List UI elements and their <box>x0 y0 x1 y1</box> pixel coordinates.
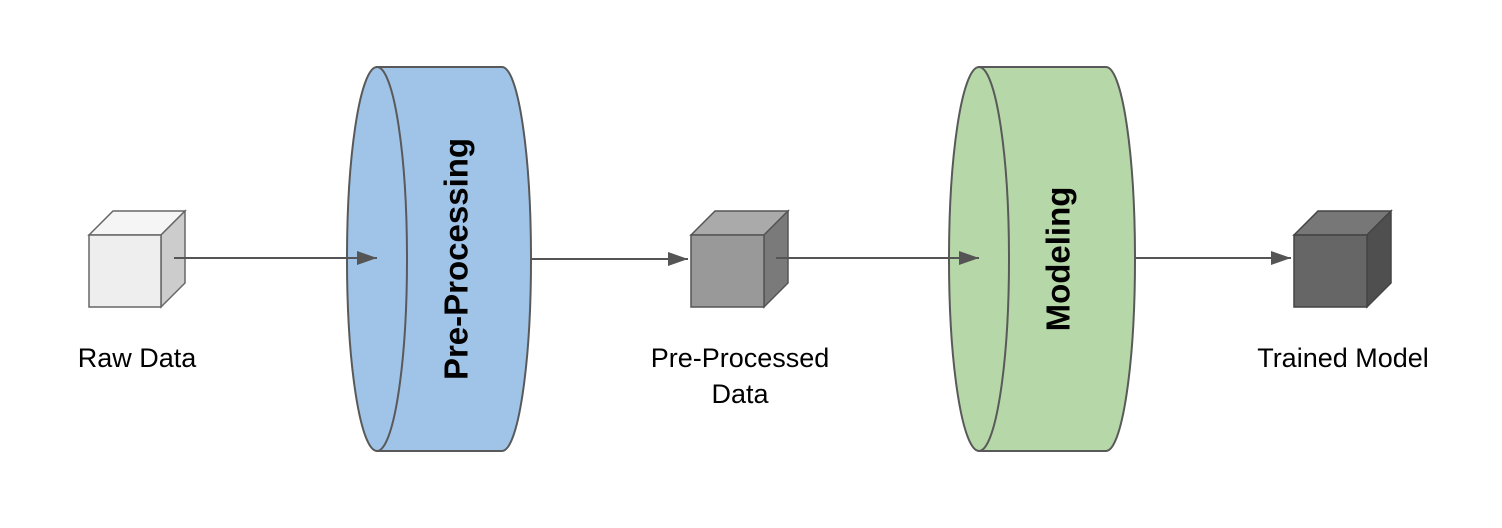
preprocessed-data-label-line1: Pre-Processed <box>651 343 830 373</box>
raw-data-cube-front <box>88 234 162 308</box>
modeling-cylinder-body <box>978 66 1136 452</box>
preprocessed-data-label-line2: Data <box>711 379 769 409</box>
preprocessing-cylinder-body <box>376 66 532 452</box>
preprocessed-data-cube-icon <box>689 209 790 309</box>
trained-model-cube-front <box>1293 234 1368 308</box>
preprocessing-label: Pre-Processing <box>438 138 475 380</box>
raw-data-label: Raw Data <box>78 343 198 373</box>
raw-data-cube-icon <box>87 209 187 309</box>
trained-model-cube-icon <box>1292 209 1393 309</box>
trained-model-label: Trained Model <box>1257 343 1429 373</box>
modeling-label: Modeling <box>1040 187 1077 332</box>
preprocessed-cube-front <box>690 234 765 308</box>
preprocessing-stage: Pre-Processing <box>346 66 532 452</box>
modeling-stage: Modeling <box>948 66 1136 452</box>
